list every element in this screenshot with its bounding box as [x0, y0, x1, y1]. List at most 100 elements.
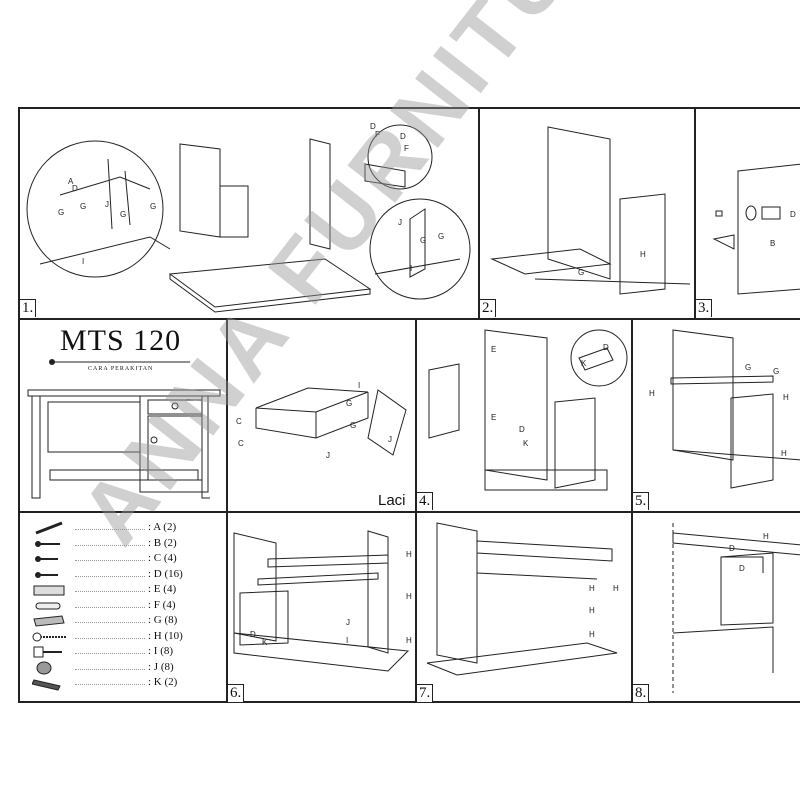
part-label: : D (16)	[148, 567, 183, 580]
bracket-icon	[33, 615, 65, 627]
step-3-panel: D B 3.	[696, 109, 800, 318]
leader-dots	[75, 529, 145, 530]
step-number: 7.	[417, 684, 434, 702]
step-2-illustration: H G	[490, 126, 691, 295]
callout-g: G	[150, 202, 156, 211]
part-label: : F (4)	[148, 598, 176, 611]
part-row: : C (4)	[20, 552, 220, 566]
callout-h: H	[763, 532, 769, 541]
callout-d: D	[729, 544, 735, 553]
callout-k: K	[581, 359, 587, 368]
step-3-illustration: D B	[712, 163, 800, 295]
callout-g: G	[745, 363, 751, 372]
callout-g: G	[578, 268, 584, 277]
row-divider	[20, 318, 800, 320]
callout-g: G	[120, 210, 126, 219]
callout-h: H	[781, 449, 787, 458]
part-label: : K (2)	[148, 676, 178, 688]
callout-d: D	[519, 425, 525, 434]
step-number: 1.	[20, 299, 37, 317]
part-label: : J (8)	[148, 660, 174, 673]
column-divider	[226, 318, 228, 703]
callout-d: D	[250, 630, 256, 639]
step-number: 5.	[633, 492, 650, 510]
step-8-panel: H D D 8.	[633, 513, 800, 703]
long-bolt-icon	[35, 521, 63, 535]
drawer-caption: Laci	[378, 492, 406, 509]
step-number: 8.	[633, 684, 650, 702]
column-divider	[478, 109, 480, 318]
cam-lock-icon	[36, 661, 52, 674]
part-row: : J (8)	[20, 661, 220, 675]
callout-i: I	[82, 257, 84, 266]
part-label: : I (8)	[148, 645, 174, 657]
callout-g: G	[773, 367, 779, 376]
callout-k: K	[262, 638, 268, 647]
drawer-illustration: I G C C G J J	[236, 381, 407, 460]
instruction-sheet: A D G G J G G I D F D F J G G I	[18, 107, 800, 703]
long-screw-icon	[32, 632, 66, 641]
callout-j: J	[398, 218, 402, 227]
callout-i: I	[346, 636, 348, 645]
handle-icon	[32, 679, 61, 691]
callout-a: A	[68, 177, 74, 186]
part-row: : H (10)	[20, 630, 220, 644]
callout-c: C	[236, 417, 242, 426]
callout-d: D	[72, 184, 78, 193]
step-4-panel: E E D K D K 4.	[417, 320, 631, 511]
callout-g: G	[438, 232, 444, 241]
row-divider	[20, 511, 800, 513]
part-row: : G (8)	[20, 614, 220, 628]
callout-e: E	[491, 413, 496, 422]
part-row: : K (2)	[20, 676, 220, 691]
callout-h: H	[406, 592, 412, 601]
callout-b: B	[770, 239, 775, 248]
step-1-illustration: A D G G J G G I D F D F J G G I	[26, 122, 471, 313]
callout-g: G	[346, 399, 352, 408]
part-row: : I (8)	[20, 645, 220, 659]
callout-g: G	[58, 208, 64, 217]
step-5-panel: G G H H H 5.	[633, 320, 800, 511]
step-7-panel: H H H H 7.	[417, 513, 631, 703]
callout-d: D	[603, 343, 609, 352]
drawer-panel: I G C C G J J Laci	[228, 320, 415, 511]
callout-d: D	[370, 122, 376, 131]
callout-g: G	[420, 236, 426, 245]
step-2-panel: H G 2.	[480, 109, 694, 318]
part-label: : G (8)	[148, 614, 178, 626]
callout-h: H	[589, 584, 595, 593]
callout-h: H	[613, 584, 619, 593]
callout-j: J	[388, 435, 392, 444]
part-row: : A (2)	[20, 521, 220, 535]
callout-j: J	[326, 451, 330, 460]
desk-illustration	[27, 389, 221, 499]
step-7-illustration: H H H H	[426, 522, 619, 676]
step-6-illustration: H H H J I D K	[233, 530, 412, 672]
parts-legend: : A (2): B (2): C (4): D (16): E (4): F …	[20, 513, 226, 703]
callout-j: J	[346, 618, 350, 627]
step-number: 4.	[417, 492, 434, 510]
drawer-rail-icon	[33, 585, 65, 596]
leader-dots	[75, 606, 145, 608]
step-1-panel: A D G G J G G I D F D F J G G I	[20, 109, 478, 318]
wood-dowel-icon	[35, 602, 61, 609]
cam-bolt-icon	[33, 646, 62, 658]
callout-h: H	[589, 630, 595, 639]
short-screw-icon	[35, 540, 60, 547]
callout-e: E	[491, 345, 496, 354]
step-5-illustration: G G H H H	[649, 329, 800, 489]
model-title: MTS 120	[60, 324, 182, 357]
part-label: : B (2)	[148, 536, 177, 549]
callout-k: K	[523, 439, 529, 448]
part-row: : B (2)	[20, 537, 220, 551]
callout-i: I	[410, 264, 412, 273]
part-label: : H (10)	[148, 629, 183, 642]
callout-i: I	[358, 381, 360, 390]
leader-dots	[75, 544, 145, 546]
callout-h: H	[640, 250, 646, 259]
callout-j: J	[105, 200, 109, 209]
step-number: 2.	[480, 299, 497, 317]
callout-f: F	[375, 130, 380, 139]
leader-dots	[75, 575, 145, 577]
column-divider	[415, 318, 417, 703]
